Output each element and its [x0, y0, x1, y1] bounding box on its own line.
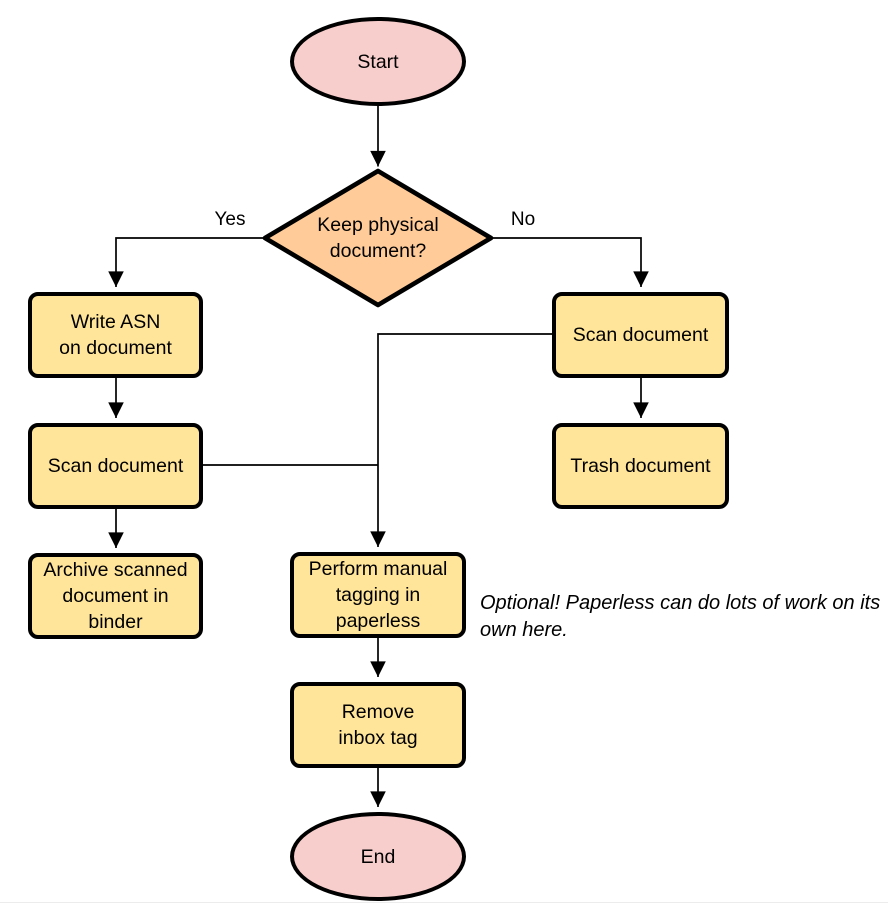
node-archive-binder: Archive scanned document in binder: [28, 553, 203, 639]
node-remove-inbox-tag: Remove inbox tag: [290, 682, 466, 768]
edge-scan-right-to-tagging: [370, 333, 552, 547]
node-write-asn: Write ASN on document: [28, 292, 203, 378]
node-start: Start: [290, 17, 466, 106]
edge-label-yes: Yes: [200, 209, 260, 231]
node-end: End: [290, 812, 466, 901]
edge-decision-yes-to-write-asn: [108, 237, 265, 287]
node-scan-document-left: Scan document: [28, 423, 203, 509]
node-start-label: Start: [357, 50, 399, 73]
node-tagging-label: Perform manual tagging in paperless: [308, 558, 448, 632]
edge-label-no: No: [493, 209, 553, 231]
node-write-asn-label: Write ASN on document: [59, 311, 172, 359]
node-scan-right-label: Scan document: [572, 324, 709, 346]
node-trash-label: Trash document: [570, 455, 711, 477]
node-manual-tagging: Perform manual tagging in paperless: [290, 552, 466, 638]
node-archive-label: Archive scanned document in binder: [43, 559, 188, 633]
page-bottom-edge: [0, 902, 888, 903]
decision-label-text: Keep physical document?: [317, 214, 439, 262]
node-scan-left-label: Scan document: [47, 455, 184, 477]
node-end-label: End: [360, 845, 396, 868]
decision-diamond: [262, 168, 494, 308]
node-remove-label: Remove inbox tag: [338, 701, 418, 749]
edge-decision-no-to-scan: [491, 237, 649, 287]
node-decision-label: Keep physical document?: [290, 206, 466, 270]
node-scan-document-right: Scan document: [552, 292, 729, 378]
node-trash-document: Trash document: [552, 423, 729, 509]
optional-note: Optional! Paperless can do lots of work …: [480, 592, 881, 641]
